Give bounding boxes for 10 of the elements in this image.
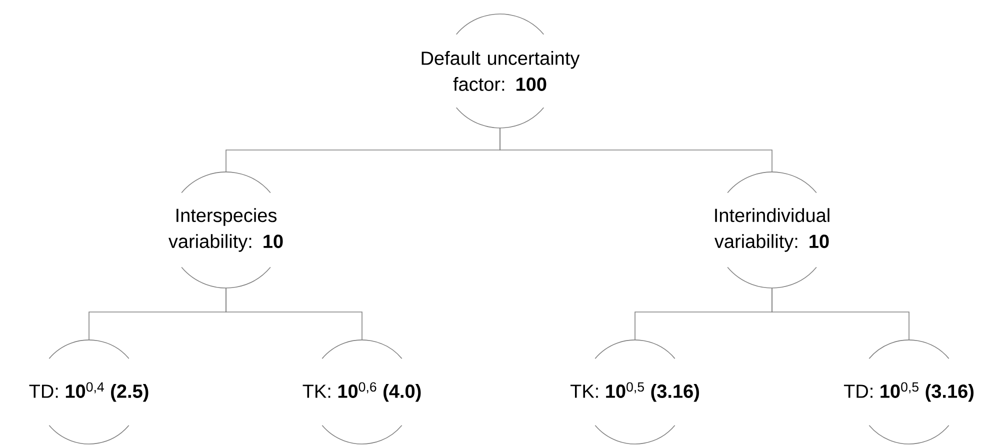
connector-line [772,288,910,340]
connector-line [226,288,362,340]
connector-line [500,128,772,172]
circle-node: TK: 10$^{0,6}$ (4.0) [302,340,421,444]
circle-node: TD: 10$^{0,4}$ (2.5) [29,340,148,444]
circle-node: Interspecies variability: 10 [168,172,283,288]
circle-node: Default uncertainty factor: 100 [422,14,580,128]
circle-node: TD: 10$^{0,5}$ (3.16) [844,340,974,444]
circle-node: Interindividual variability: 10 [714,172,830,288]
circle-node: TK: 10$^{0,5}$ (3.16) [570,340,699,444]
